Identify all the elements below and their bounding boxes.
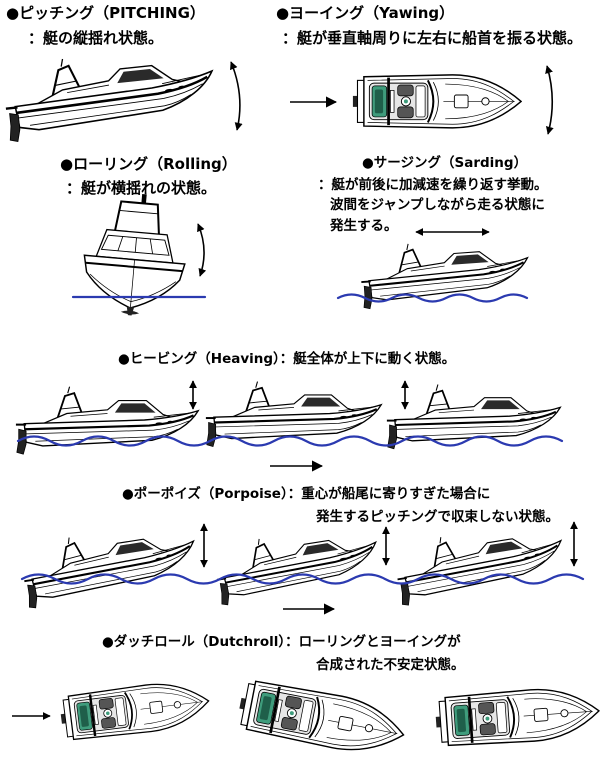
rolling-boat-front-view-icon <box>78 188 192 321</box>
rolling-title: ●ローリング（Rolling） <box>60 155 237 173</box>
yawing-double-arrow-icon <box>545 65 554 135</box>
surging-wave-icon <box>336 293 529 303</box>
yawing-illustration <box>290 65 554 135</box>
dutch-roll-boat-3-top-view-icon <box>433 683 602 750</box>
rolling-description: ：艇が横揺れの状態。 <box>66 179 217 197</box>
dutch-roll-title: ●ダッチロール（Dutchroll） <box>102 634 286 650</box>
yawing-description: ：艇が垂直軸周りに左右に船首を振る状態。 <box>282 29 583 47</box>
rolling-double-arrow-icon <box>197 223 207 277</box>
yawing-title: ●ヨーイング（Yawing） <box>276 4 455 22</box>
dutch-roll-caption: ●ダッチロール（Dutchroll）：ローリングとヨーイングが <box>102 635 461 650</box>
heaving-wave-icon <box>16 435 564 447</box>
porpoise-caption: ●ポーポイズ（Porpoise）：重心が船尾に寄りすぎた場合に <box>122 487 490 502</box>
pitching-illustration <box>0 42 243 144</box>
dutch-roll-description-line-1: ：ローリングとヨーイングが <box>285 634 461 650</box>
surging-description-line-3: 発生する。 <box>330 218 398 234</box>
porpoise-illustration <box>17 517 585 615</box>
porpoise-description-line-2: 発生するピッチングで収束しない状態。 <box>316 509 559 525</box>
dutch-roll-illustration <box>12 676 602 761</box>
dutch-roll-boat-1-top-view-icon <box>57 676 213 744</box>
pitching-boat-side-view-icon <box>0 42 219 144</box>
porpoise-boat-3-side-view-icon <box>391 517 569 608</box>
surging-title: ●サージング（Sarding） <box>362 155 528 171</box>
pitching-title: ●ピッチング（PITCHING） <box>6 4 205 22</box>
pitching-double-arrow-icon <box>230 61 243 131</box>
rolling-illustration <box>71 188 207 321</box>
yawing-boat-top-view-icon <box>352 73 522 130</box>
porpoise-boat-2-side-view-icon <box>210 519 383 607</box>
heaving-boat-1-side-view-icon <box>14 385 200 456</box>
heaving-description: ：艇全体が上下に動く状態。 <box>279 351 456 367</box>
surging-illustration <box>336 228 532 311</box>
porpoise-title: ●ポーポイズ（Porpoise） <box>122 486 288 502</box>
porpoise-description-line-1: ：重心が船尾に寄りすぎた場合に <box>287 486 491 502</box>
surging-description-line-2: 波間をジャンプしながら走る状態に <box>330 197 545 213</box>
porpoise-boat-1-side-view-icon <box>17 517 202 611</box>
pitching-description: ：艇の縦揺れ状態。 <box>28 29 164 47</box>
heaving-illustration <box>14 380 564 472</box>
dutch-roll-boat-2-top-view-icon <box>234 676 410 761</box>
dutch-roll-description-line-2: 合成された不安定状態。 <box>316 657 465 673</box>
porpoise-wave-icon <box>20 573 585 585</box>
heaving-caption: ●ヒービング（Heaving）：艇全体が上下に動く状態。 <box>118 352 455 367</box>
heaving-title: ●ヒービング（Heaving） <box>118 351 280 367</box>
surging-description-line-1: ：艇が前後に加減速を繰り返す挙動。 <box>318 177 548 193</box>
